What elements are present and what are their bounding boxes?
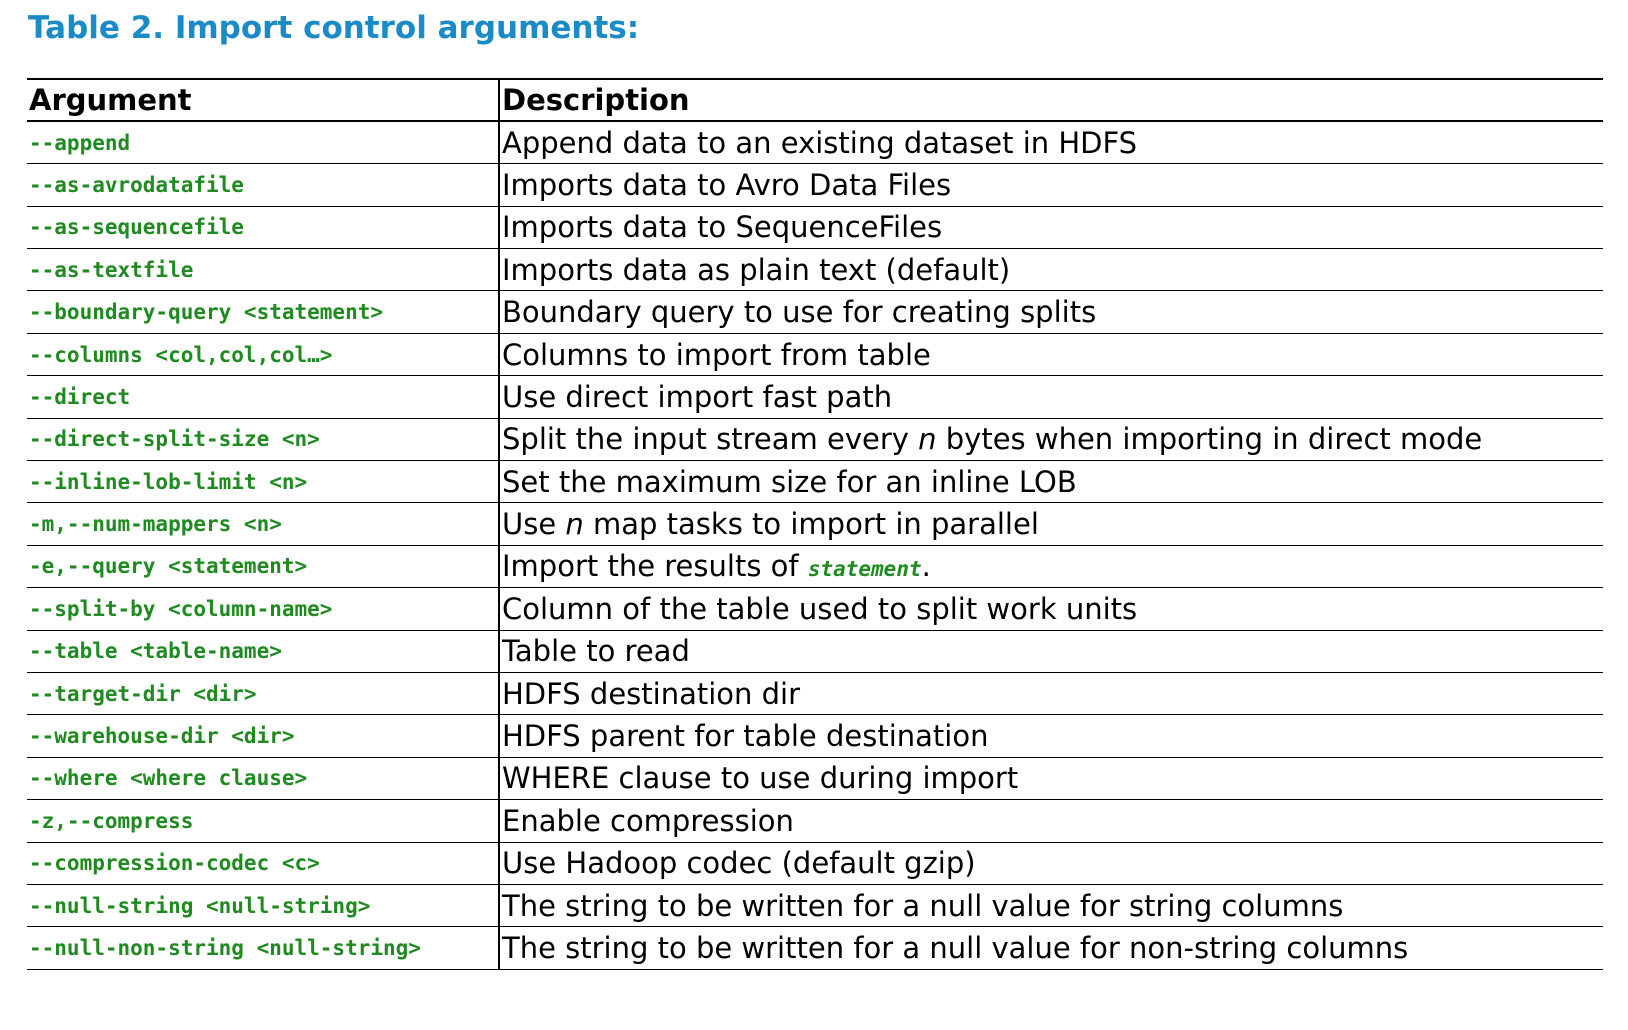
table-header: Argument Description (27, 79, 1603, 122)
header-row: Argument Description (27, 79, 1603, 122)
table-row: --as-avrodatafile Imports data to Avro D… (27, 163, 1603, 207)
table-row: --compression-codec <c> Use Hadoop codec… (27, 842, 1603, 885)
argument-cell: --inline-lob-limit <n> (29, 469, 308, 494)
description-cell: Imports data to SequenceFiles (498, 206, 1603, 249)
argument-cell: --null-non-string <null-string> (29, 936, 421, 960)
description-text: Import the results of (502, 549, 808, 584)
argument-cell: --as-textfile (29, 257, 194, 282)
argument-cell: --where <where clause> (29, 766, 308, 791)
description-text: . (921, 549, 931, 584)
argument-cell: --split-by <column-name> (29, 596, 333, 621)
argument-cell: --table <table-name> (29, 639, 282, 664)
description-cell: Enable compression (498, 799, 1603, 843)
description-cell: Use n map tasks to import in parallel (498, 502, 1603, 546)
table-row: --direct Use direct import fast path (27, 375, 1603, 419)
description-cell: Import the results of statement. (498, 545, 1603, 588)
italic-placeholder-n: n (565, 507, 584, 542)
table-row: --boundary-query <statement> Boundary qu… (27, 290, 1603, 334)
code-placeholder-statement: statement (807, 557, 922, 582)
argument-cell: --warehouse-dir <dir> (29, 724, 295, 749)
description-text: Use (502, 507, 566, 542)
table-body: --append Append data to an existing data… (27, 121, 1603, 970)
description-cell: The string to be written for a null valu… (498, 926, 1603, 970)
description-cell: Table to read (498, 630, 1603, 673)
description-cell: Append data to an existing dataset in HD… (498, 121, 1603, 164)
column-header-argument: Argument (29, 83, 192, 118)
description-cell: WHERE clause to use during import (498, 757, 1603, 800)
argument-cell: --as-sequencefile (29, 215, 244, 240)
description-text: Split the input stream every (502, 422, 919, 457)
table-row: --table <table-name> Table to read (27, 630, 1603, 673)
table-row: --as-sequencefile Imports data to Sequen… (27, 206, 1603, 249)
table-row: --as-textfile Imports data as plain text… (27, 248, 1603, 291)
table-row: -e,--query <statement> Import the result… (27, 545, 1603, 588)
description-cell: Use direct import fast path (498, 375, 1603, 419)
table-row: --columns <col,col,col…> Columns to impo… (27, 333, 1603, 376)
description-cell: HDFS destination dir (498, 672, 1603, 715)
argument-cell: --append (29, 130, 131, 155)
table-row: --append Append data to an existing data… (27, 121, 1603, 164)
description-cell: Columns to import from table (498, 333, 1603, 376)
argument-cell: --boundary-query <statement> (29, 300, 384, 325)
table-row: --direct-split-size <n> Split the input … (27, 418, 1603, 461)
argument-cell: --direct (29, 384, 131, 409)
argument-cell: --compression-codec <c> (29, 851, 320, 876)
description-cell: Split the input stream every n bytes whe… (498, 418, 1603, 461)
description-cell: Use Hadoop codec (default gzip) (498, 842, 1603, 885)
argument-cell: -m,--num-mappers <n> (29, 512, 282, 537)
italic-placeholder-n: n (918, 422, 937, 457)
table-row: --null-string <null-string> The string t… (27, 884, 1603, 927)
table-row: --warehouse-dir <dir> HDFS parent for ta… (27, 714, 1603, 758)
argument-cell: -z,--compress (29, 808, 194, 833)
argument-cell: --columns <col,col,col…> (29, 342, 333, 367)
import-arguments-table: Argument Description --append Append dat… (27, 78, 1603, 970)
argument-cell: --direct-split-size <n> (29, 427, 320, 452)
argument-cell: --target-dir <dir> (29, 681, 257, 706)
description-text: bytes when importing in direct mode (936, 422, 1483, 457)
column-header-description: Description (498, 79, 1603, 122)
table-row: -m,--num-mappers <n> Use n map tasks to … (27, 502, 1603, 546)
table-row: --split-by <column-name> Column of the t… (27, 587, 1603, 631)
table-row: -z,--compress Enable compression (27, 799, 1603, 843)
table-row: --null-non-string <null-string> The stri… (27, 926, 1603, 970)
argument-cell: -e,--query <statement> (29, 554, 308, 579)
description-cell: Boundary query to use for creating split… (498, 290, 1603, 334)
argument-cell: --as-avrodatafile (29, 172, 244, 197)
description-cell: Set the maximum size for an inline LOB (498, 460, 1603, 503)
description-cell: Imports data to Avro Data Files (498, 163, 1603, 207)
table-row: --target-dir <dir> HDFS destination dir (27, 672, 1603, 715)
table-caption: Table 2. Import control arguments: (28, 10, 640, 46)
table-row: --where <where clause> WHERE clause to u… (27, 757, 1603, 800)
description-cell: HDFS parent for table destination (498, 714, 1603, 758)
argument-cell: --null-string <null-string> (29, 893, 371, 918)
description-cell: Column of the table used to split work u… (498, 587, 1603, 631)
description-cell: The string to be written for a null valu… (498, 884, 1603, 927)
table-row: --inline-lob-limit <n> Set the maximum s… (27, 460, 1603, 503)
description-text: map tasks to import in parallel (583, 507, 1039, 542)
description-cell: Imports data as plain text (default) (498, 248, 1603, 291)
